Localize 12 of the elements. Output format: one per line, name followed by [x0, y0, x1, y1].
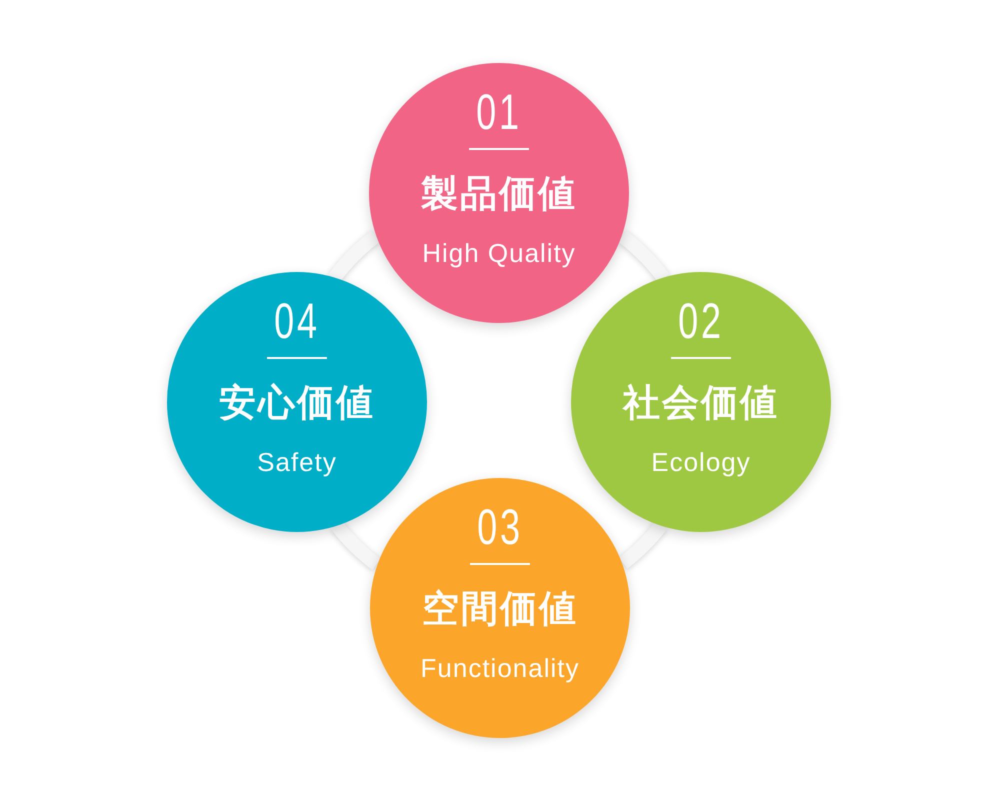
title-text: 製品価値	[421, 175, 577, 212]
subtitle-text: High Quality	[422, 240, 576, 266]
subtitle-text: Functionality	[420, 655, 580, 681]
title-text: 安心価値	[219, 384, 375, 421]
title-text: 空間価値	[422, 590, 578, 627]
number-text: 04	[274, 296, 320, 346]
number-text: 03	[477, 502, 523, 552]
subtitle-text: Safety	[257, 449, 337, 475]
title-text: 社会価値	[623, 384, 779, 421]
number-text: 02	[678, 296, 724, 346]
subtitle-text: Ecology	[651, 449, 751, 475]
number-text: 01	[476, 87, 522, 137]
